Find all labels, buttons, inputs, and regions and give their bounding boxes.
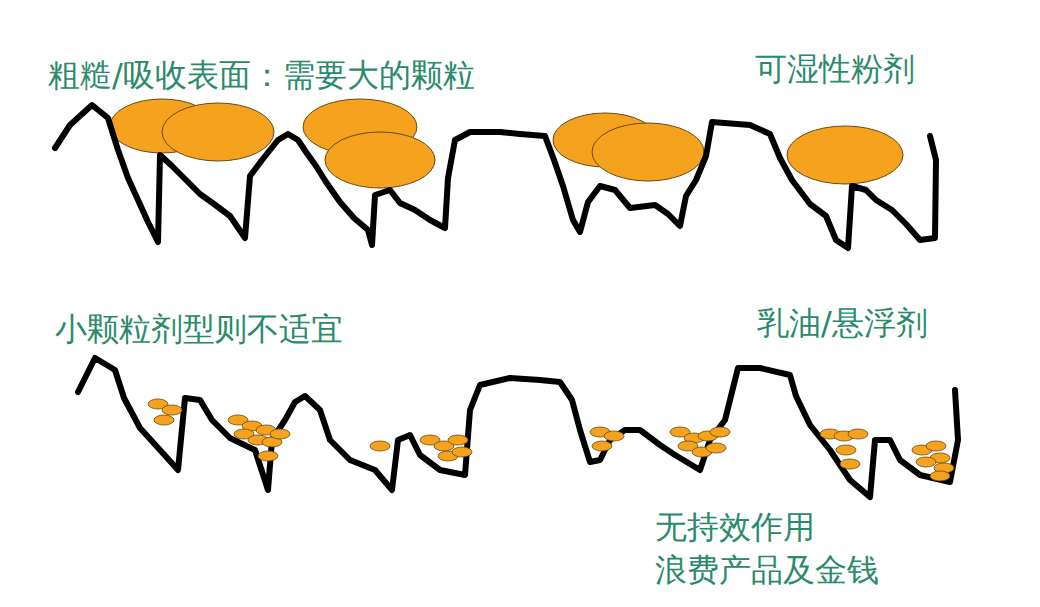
- note-label: 可湿性粉剂: [755, 52, 915, 87]
- large-particles: [110, 99, 903, 188]
- note-label: 乳油/悬浮剂: [757, 306, 928, 341]
- small-particle: [710, 427, 730, 437]
- note-label: 浪费产品及金钱: [655, 553, 879, 588]
- small-particle: [154, 415, 174, 425]
- rough-surface-top: [55, 105, 936, 248]
- small-particle: [258, 451, 278, 461]
- small-particle: [448, 435, 468, 445]
- small-particle: [604, 431, 624, 441]
- small-particle: [592, 441, 612, 451]
- small-particle: [930, 471, 950, 481]
- note-label: 粗糙/吸收表面：需要大的颗粒: [48, 58, 475, 93]
- small-particle: [452, 447, 472, 457]
- small-particle: [926, 441, 946, 451]
- note-label: 小颗粒剂型则不适宜: [55, 312, 343, 347]
- small-particle: [916, 457, 936, 467]
- small-particle: [162, 405, 182, 415]
- small-particle: [848, 429, 868, 439]
- rough-surface-bottom: [78, 358, 958, 497]
- small-particles: [148, 399, 954, 481]
- small-particle: [836, 445, 856, 455]
- small-particle: [706, 443, 726, 453]
- note-label: 无持效作用: [655, 510, 815, 545]
- small-particle: [270, 429, 290, 439]
- small-particle: [840, 459, 860, 469]
- small-particle: [370, 441, 390, 451]
